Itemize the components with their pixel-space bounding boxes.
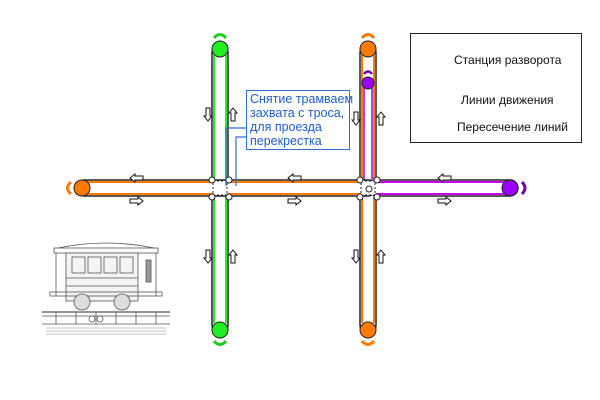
green-station-bottom xyxy=(211,321,229,339)
purple-turn-icon-top xyxy=(363,70,373,75)
arrow-right-icon xyxy=(287,196,302,206)
orange-turn-icon-top xyxy=(360,33,376,40)
orange-station-top xyxy=(359,40,377,58)
arrow-down-icon xyxy=(351,111,361,126)
arrow-up-icon xyxy=(228,249,238,264)
arrow-up-icon xyxy=(376,249,386,264)
purple-vertical-segment xyxy=(361,70,375,191)
purple-horizontal-line xyxy=(369,179,527,197)
legend-traffic-lines-label: Линии движения xyxy=(461,93,554,107)
tram-illustration xyxy=(42,242,170,335)
green-turn-icon-bottom xyxy=(212,339,228,346)
orange-purple-crossing xyxy=(356,176,381,201)
arrow-right-icon xyxy=(129,196,144,206)
orange-station-bottom xyxy=(359,321,377,339)
callout-note: Снятие трамваем захвата с троса, для про… xyxy=(246,90,354,150)
arrow-down-icon xyxy=(351,249,361,264)
arrow-down-icon xyxy=(203,249,213,264)
callout-connector xyxy=(225,127,246,186)
callout-line: захвата с троса, xyxy=(250,106,345,120)
green-turn-icon-top xyxy=(212,33,228,40)
arrow-up-icon xyxy=(376,111,386,126)
callout-line: перекрестка xyxy=(250,134,322,148)
legend: Станция разворота Линии движения Пересеч… xyxy=(410,33,582,143)
purple-turn-icon-right xyxy=(520,180,527,196)
orange-turn-icon-left xyxy=(66,180,73,196)
purple-station-top xyxy=(361,76,375,90)
orange-station-left xyxy=(73,179,91,197)
callout-line: для проезда xyxy=(250,120,322,134)
legend-intersection-label: Пересечение линий xyxy=(457,120,568,134)
green-crossing xyxy=(208,176,233,201)
arrow-right-icon xyxy=(437,196,452,206)
green-station-top xyxy=(211,40,229,58)
orange-turn-icon-bottom xyxy=(360,339,376,346)
callout-line: Снятие трамваем xyxy=(250,92,354,106)
purple-station-right xyxy=(501,179,519,197)
legend-turnaround-label: Станция разворота xyxy=(454,53,562,67)
arrow-down-icon xyxy=(203,107,213,122)
arrow-up-icon xyxy=(228,107,238,122)
